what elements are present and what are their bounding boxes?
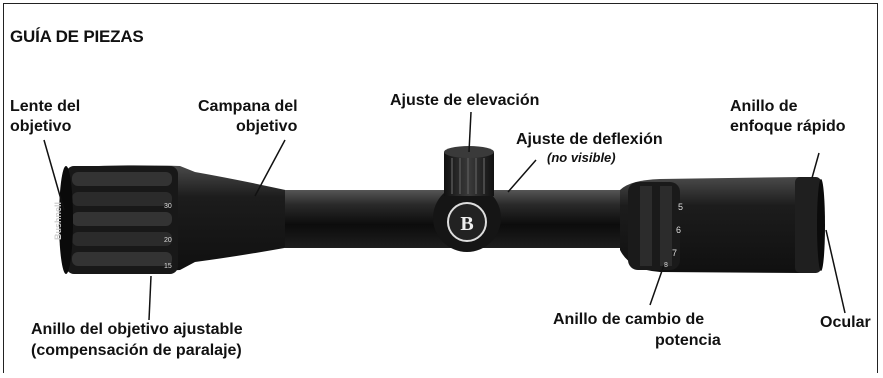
obj-scale-mark: 15 [164, 263, 172, 270]
obj-scale-mark: 20 [164, 237, 172, 244]
leader-lines [43, 111, 846, 321]
power-scale-mark: 6 [676, 225, 681, 235]
page-title: GUÍA DE PIEZAS [10, 27, 144, 46]
label-deflexion-note: (no visible) [547, 150, 616, 165]
elevation-turret [444, 146, 494, 196]
logo-letter: B [460, 213, 473, 235]
label-lente-line1: Lente del [10, 98, 81, 115]
label-deflexion: Ajuste de deflexión [516, 131, 663, 148]
objective-ring [59, 166, 178, 274]
figure-frame [3, 3, 878, 373]
label-ocular: Ocular [820, 314, 871, 331]
label-elevacion: Ajuste de elevación [390, 92, 540, 109]
label-anillo-enfoque-line1: Anillo de [730, 98, 798, 115]
label-anillo-objetivo-line1: Anillo del objetivo ajustable [31, 321, 243, 338]
label-campana-line1: Campana del [198, 98, 298, 115]
power-scale-mark: 7 [672, 248, 677, 258]
bushnell-logo-icon [447, 202, 487, 242]
label-anillo-objetivo-line2: (compensación de paralaje) [31, 342, 242, 359]
brand-mark: Bushnell [53, 202, 63, 240]
power-scale-mark: 5 [678, 202, 683, 212]
obj-scale-mark: 30 [164, 203, 172, 210]
label-cambio-potencia-line2: potencia [655, 332, 721, 349]
label-lente-line2: objetivo [10, 118, 72, 135]
label-anillo-enfoque-line2: enfoque rápido [730, 118, 846, 135]
power-ring [628, 182, 680, 270]
label-cambio-potencia-line1: Anillo de cambio de [553, 311, 705, 328]
label-campana-line2: objetivo [236, 118, 298, 135]
power-scale-mark: 8 [664, 262, 668, 269]
ocular-end [795, 177, 821, 273]
